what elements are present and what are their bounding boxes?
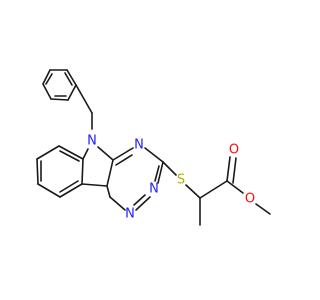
s-ch-bond bbox=[185, 184, 201, 199]
bonds bbox=[36, 69, 271, 226]
atom-labels: N N N N S O O bbox=[87, 134, 255, 222]
triazine-nitrogen-bottom-left-label: N bbox=[125, 207, 135, 222]
indole-nitrogen-label: N bbox=[87, 134, 97, 149]
carbonyl-ester-o-bond bbox=[226, 180, 244, 194]
triazine-ring bbox=[106, 147, 164, 211]
indole-benzene-ring bbox=[36, 145, 84, 198]
background bbox=[0, 0, 300, 300]
triazine-nitrogen-bottom-right-label: N bbox=[149, 182, 159, 197]
ch-carbonyl-bond bbox=[199, 180, 228, 199]
ester-oxygen-label: O bbox=[245, 192, 255, 207]
ester-o-methyl-bond bbox=[255, 203, 271, 215]
carbonyl-double-bond-a bbox=[226, 156, 231, 182]
benzyl-phenyl-ring bbox=[42, 69, 77, 101]
pyrrole-ring bbox=[81, 146, 114, 187]
molecule-structure: N N N N S O O bbox=[0, 0, 300, 300]
carbonyl-oxygen-label: O bbox=[229, 143, 239, 158]
sulfur-label: S bbox=[177, 173, 185, 188]
carbonyl-double-bond-b bbox=[232, 157, 237, 184]
benzyl-ch2-bond bbox=[75, 84, 93, 114]
c-s-bond bbox=[162, 161, 177, 176]
triazine-nitrogen-top-label: N bbox=[134, 138, 144, 153]
